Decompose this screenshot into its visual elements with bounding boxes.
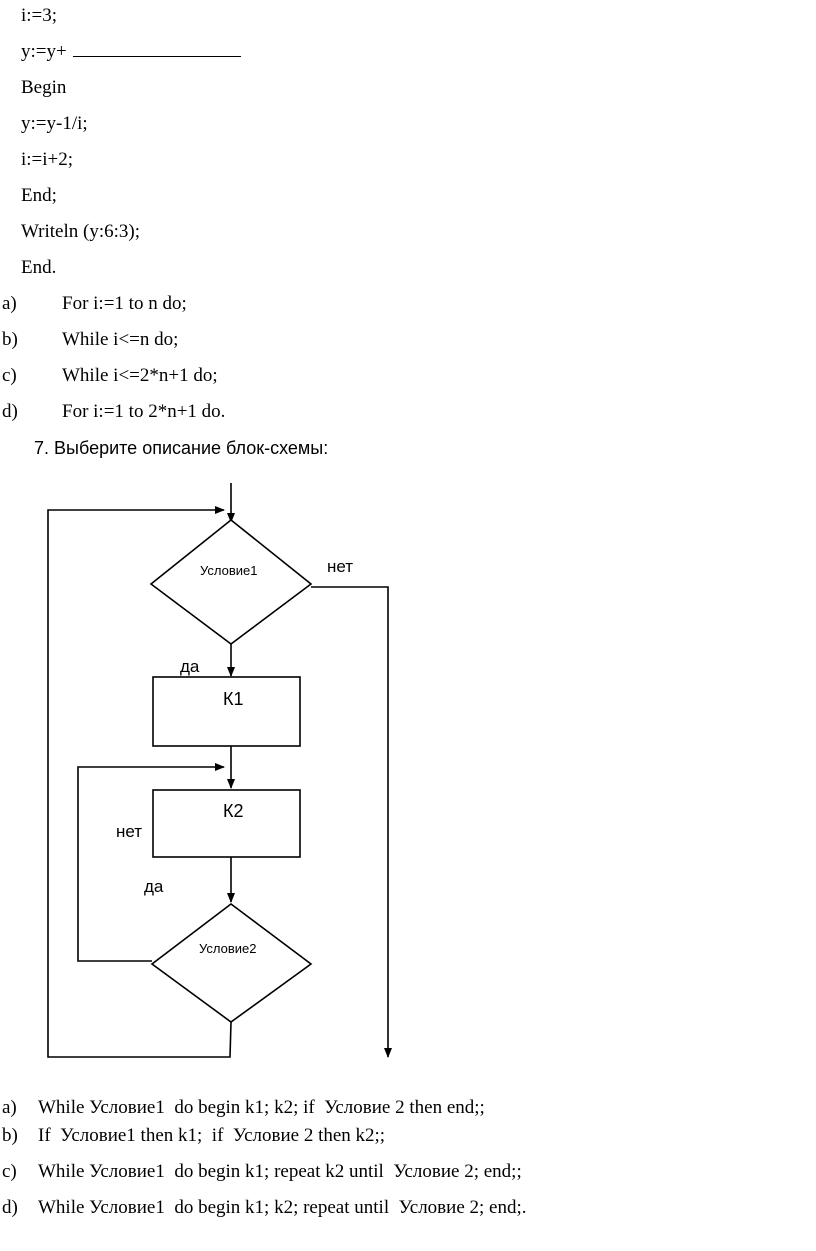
question-7-title: 7. Выберите описание блок-схемы: — [34, 438, 329, 458]
option1-d-text: For i:=1 to 2*n+1 do. — [62, 401, 226, 422]
option2-c-text: While Условие1 do begin k1; repeat k2 un… — [38, 1161, 522, 1182]
code-line-4: y:=y-1/i; — [21, 113, 88, 134]
condition2-label: Условие2 — [199, 941, 256, 956]
code-line-1: i:=3; — [21, 5, 58, 26]
k1-label: К1 — [223, 689, 244, 709]
k1-box — [152, 676, 301, 747]
code-line-8: End. — [21, 257, 57, 278]
condition1-diamond — [149, 518, 313, 645]
option1-a-text: For i:=1 to n do; — [62, 293, 187, 314]
code-line-2: y:=y+ — [21, 41, 241, 63]
yes1-label: да — [180, 657, 200, 676]
option2-c-letter: c) — [2, 1161, 17, 1182]
option1-c-text: While i<=2*n+1 do; — [62, 365, 218, 386]
option2-a-letter: a) — [2, 1097, 17, 1118]
option2-b-text: If Условие1 then k1; if Условие 2 then k… — [38, 1125, 386, 1146]
option2-d-letter: d) — [2, 1197, 18, 1218]
answer-blank — [72, 42, 241, 57]
condition2-diamond — [150, 902, 313, 1023]
k2-box — [152, 789, 301, 858]
no2-label: нет — [116, 822, 142, 841]
code-line-5: i:=i+2; — [21, 149, 74, 170]
option2-a-text: While Условие1 do begin k1; k2; if Услов… — [38, 1097, 485, 1118]
no1-label: нет — [327, 557, 353, 576]
code-line-3: Begin — [21, 77, 67, 98]
inner-loop-arrow — [77, 763, 225, 962]
code-line-6: End; — [21, 185, 57, 206]
condition1-label: Условие1 — [200, 563, 257, 578]
k2-label: К2 — [223, 801, 244, 821]
option2-b-letter: b) — [2, 1125, 18, 1146]
exit-arrow — [311, 586, 392, 1058]
code-line-7: Writeln (y:6:3); — [21, 221, 141, 242]
option1-b-letter: b) — [2, 329, 18, 350]
yes2-label: да — [144, 877, 164, 896]
code-line-2-text: y:=y+ — [21, 41, 67, 62]
option1-b-text: While i<=n do; — [62, 329, 179, 350]
outer-loop-arrow — [47, 506, 232, 1058]
option1-a-letter: a) — [2, 293, 17, 314]
option2-d-text: While Условие1 do begin k1; k2; repeat u… — [38, 1197, 527, 1218]
option1-c-letter: c) — [2, 365, 17, 386]
option1-d-letter: d) — [2, 401, 18, 422]
